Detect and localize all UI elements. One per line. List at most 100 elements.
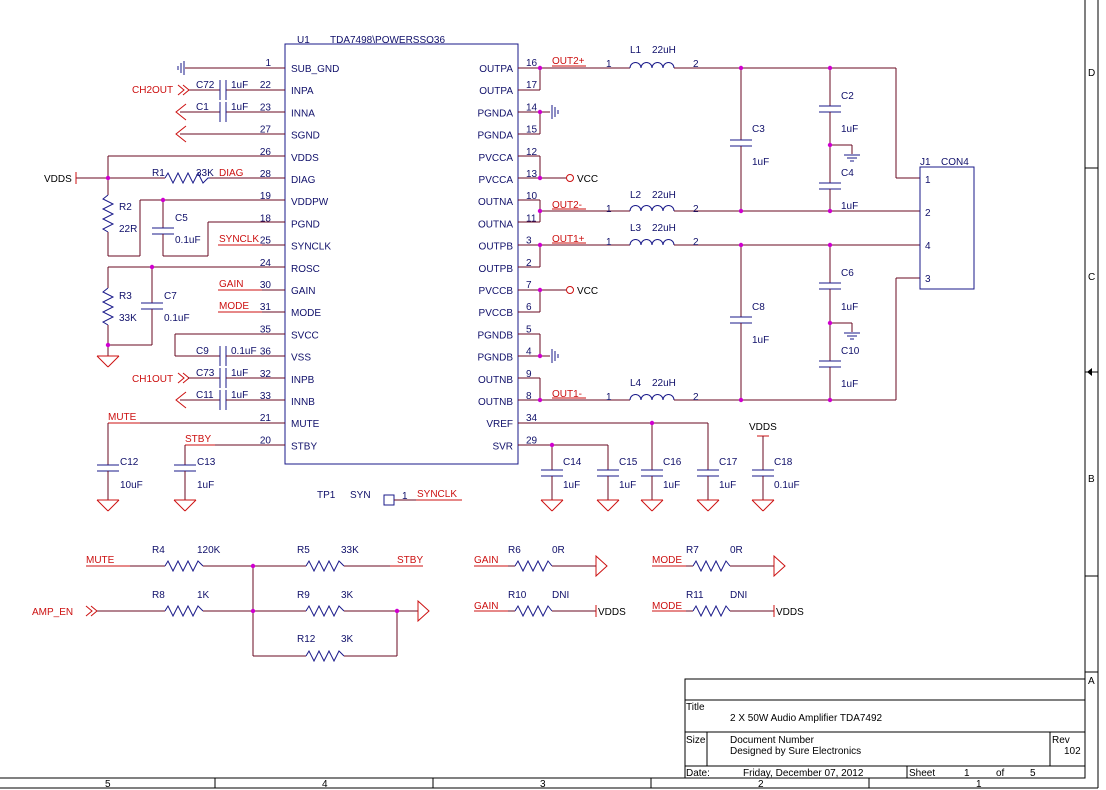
l1-ref: L1 <box>630 45 642 56</box>
col-label-1: 1 <box>976 779 982 790</box>
r3-val: 33K <box>119 313 137 324</box>
tb-date-label: Date: <box>686 768 710 779</box>
ic-pin-num-13: 13 <box>526 169 538 180</box>
r2-ref: R2 <box>119 202 132 213</box>
r4-val: 120K <box>197 545 221 556</box>
c13-ref: C13 <box>197 457 216 468</box>
c16-ref: C16 <box>663 457 682 468</box>
ic-pin-num-22: 22 <box>260 80 272 91</box>
ic-pin-name-rosc: ROSC <box>291 264 320 275</box>
ic-pin-num-5: 5 <box>526 324 532 335</box>
ic-pin-name-pgnda: PGNDA <box>477 108 513 119</box>
svg-text:2: 2 <box>925 208 931 219</box>
stby-label: STBY <box>185 434 211 445</box>
mode-net-r7: MODE <box>652 555 682 566</box>
ic-pin-name-pvccb: PVCCB <box>479 308 514 319</box>
ch1out-label: CH1OUT <box>132 374 173 385</box>
ic-pin-name-pvccb: PVCCB <box>479 286 514 297</box>
c7-val: 0.1uF <box>164 313 190 324</box>
ic-pin-num-32: 32 <box>260 369 272 380</box>
ic-pin-num-4: 4 <box>526 347 532 358</box>
ic-pin-name-inpb: INPB <box>291 375 315 386</box>
row-label-a: A <box>1088 676 1095 687</box>
svg-text:2: 2 <box>693 204 699 215</box>
tb-of-label: of <box>996 768 1005 779</box>
r12-val: 3K <box>341 634 354 645</box>
c15-ref: C15 <box>619 457 638 468</box>
ic-pin-name-pgndb: PGNDB <box>477 353 513 364</box>
tp1-val: SYN <box>350 490 371 501</box>
c12-val: 10uF <box>120 480 143 491</box>
ic-pin-num-9: 9 <box>526 369 532 380</box>
l2-val: 22uH <box>652 190 676 201</box>
vdds-r10: VDDS <box>598 607 626 618</box>
right-junctions <box>537 65 833 448</box>
c73-ref: C73 <box>196 368 215 379</box>
c2-val: 1uF <box>841 124 858 135</box>
r8-val: 1K <box>197 590 210 601</box>
ic-pin-name-stby: STBY <box>291 441 317 452</box>
ic-pin-num-6: 6 <box>526 302 532 313</box>
svg-text:2: 2 <box>693 237 699 248</box>
c14-ref: C14 <box>563 457 582 468</box>
ic-pin-name-outnb: OUTNB <box>478 375 513 386</box>
ic-pin-name-inna: INNA <box>291 108 315 119</box>
c72-val: 1uF <box>231 80 248 91</box>
c1-val: 1uF <box>231 102 248 113</box>
c18-val: 0.1uF <box>774 480 800 491</box>
l2-ref: L2 <box>630 190 642 201</box>
diag-label: DIAG <box>219 168 244 179</box>
title-block <box>684 678 1086 779</box>
vdds-label: VDDS <box>44 174 72 185</box>
c12-ref: C12 <box>120 457 139 468</box>
c3-val: 1uF <box>752 157 769 168</box>
ic-pin-name-sub_gnd: SUB_GND <box>291 64 339 75</box>
left-wiring <box>75 60 285 512</box>
tp1-pin: 1 <box>402 491 408 502</box>
svg-text:1: 1 <box>925 175 931 186</box>
ic-pin-num-35: 35 <box>260 324 272 335</box>
mode-net-r11: MODE <box>652 601 682 612</box>
ic-part: TDA7498\POWERSSO36 <box>330 35 445 46</box>
ic-pin-num-7: 7 <box>526 280 532 291</box>
r6-val: 0R <box>552 545 565 556</box>
out2m-label: OUT2- <box>552 200 582 211</box>
gain-label: GAIN <box>219 279 243 290</box>
l3-ref: L3 <box>630 223 642 234</box>
c16-val: 1uF <box>663 480 680 491</box>
c10-val: 1uF <box>841 379 858 390</box>
ic-ref: U1 <box>297 35 310 46</box>
svg-text:1: 1 <box>606 204 612 215</box>
j1-val: CON4 <box>941 157 969 168</box>
ic-pin-name-svr: SVR <box>492 441 513 452</box>
ic-pin-num-14: 14 <box>526 102 538 113</box>
ic-pin-name-vddpw: VDDPW <box>291 197 329 208</box>
l4-val: 22uH <box>652 378 676 389</box>
ic-pin-num-17: 17 <box>526 80 538 91</box>
col-label-3: 3 <box>540 779 546 790</box>
r10-val: DNI <box>552 590 569 601</box>
ic-pin-name-pgndb: PGNDB <box>477 330 513 341</box>
gain-net-r10: GAIN <box>474 601 498 612</box>
c73-val: 1uF <box>231 368 248 379</box>
c17-ref: C17 <box>719 457 738 468</box>
r8-ref: R8 <box>152 590 165 601</box>
c3-ref: C3 <box>752 124 765 135</box>
ic-pin-num-18: 18 <box>260 213 272 224</box>
row-label-b: B <box>1088 474 1095 485</box>
tp1-net: SYNCLK <box>417 489 457 500</box>
r10-ref: R10 <box>508 590 527 601</box>
tb-sheet: 1 <box>964 768 970 779</box>
amp-en-net: AMP_EN <box>32 607 73 618</box>
c5-val: 0.1uF <box>175 235 201 246</box>
row-label-d: D <box>1088 68 1095 79</box>
ic-pin-name-outpb: OUTPB <box>479 242 514 253</box>
ic-pin-num-34: 34 <box>526 413 538 424</box>
r9-val: 3K <box>341 590 354 601</box>
mode-label: MODE <box>219 301 249 312</box>
ic-pin-name-pvcca: PVCCA <box>479 175 514 186</box>
ic-pin-name-outpb: OUTPB <box>479 264 514 275</box>
tb-title-label: Title <box>686 702 705 713</box>
r6-ref: R6 <box>508 545 521 556</box>
l3-val: 22uH <box>652 223 676 234</box>
